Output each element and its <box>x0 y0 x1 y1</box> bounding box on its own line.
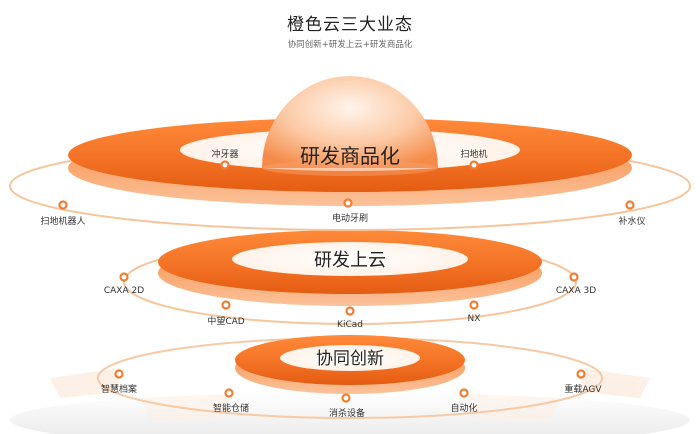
node-label: 补水仪 <box>618 217 646 227</box>
node-label: 扫地机 <box>460 150 488 160</box>
node-label: NX <box>467 314 481 324</box>
dome <box>262 76 438 168</box>
node-label: 智慧档案 <box>100 385 138 395</box>
node-label: 扫地机器人 <box>40 217 86 227</box>
node-label: CAXA 3D <box>555 286 597 296</box>
node-dot <box>569 272 579 282</box>
node-dot <box>114 369 124 379</box>
node-label: 重载AGV <box>564 385 602 395</box>
node-dot <box>221 300 231 310</box>
node-dot <box>343 198 353 208</box>
bottom-ring-hole <box>280 345 420 371</box>
node-label: 中望CAD <box>207 317 245 327</box>
top-tier-label: 研发商品化 <box>300 144 400 168</box>
node-label: KiCad <box>337 320 363 330</box>
middle-ring-hole <box>232 242 468 276</box>
node-dot <box>220 160 230 170</box>
node-dot <box>576 369 586 379</box>
node-dot <box>119 272 129 282</box>
page-subtitle: 协同创新+研发上云+研发商品化 <box>287 40 413 50</box>
node-dot <box>459 388 469 398</box>
node-dot <box>341 393 351 403</box>
node-dot <box>345 306 355 316</box>
node-label: 智能仓储 <box>212 404 250 414</box>
bottom-sectors <box>50 368 650 420</box>
node-label: 冲牙器 <box>211 150 239 160</box>
node-label: CAXA 2D <box>103 286 145 296</box>
node-dot <box>224 388 234 398</box>
bottom-tier-label: 协同创新 <box>316 349 384 369</box>
node-dot <box>469 160 479 170</box>
node-dot <box>58 200 68 210</box>
node-dot <box>625 200 635 210</box>
middle-tier-label: 研发上云 <box>314 250 386 271</box>
node-label: 消杀设备 <box>328 409 366 419</box>
page-title: 橙色云三大业态 <box>287 15 413 35</box>
node-dot <box>469 300 479 310</box>
node-label: 电动牙刷 <box>331 214 369 224</box>
node-label: 自动化 <box>450 404 478 414</box>
